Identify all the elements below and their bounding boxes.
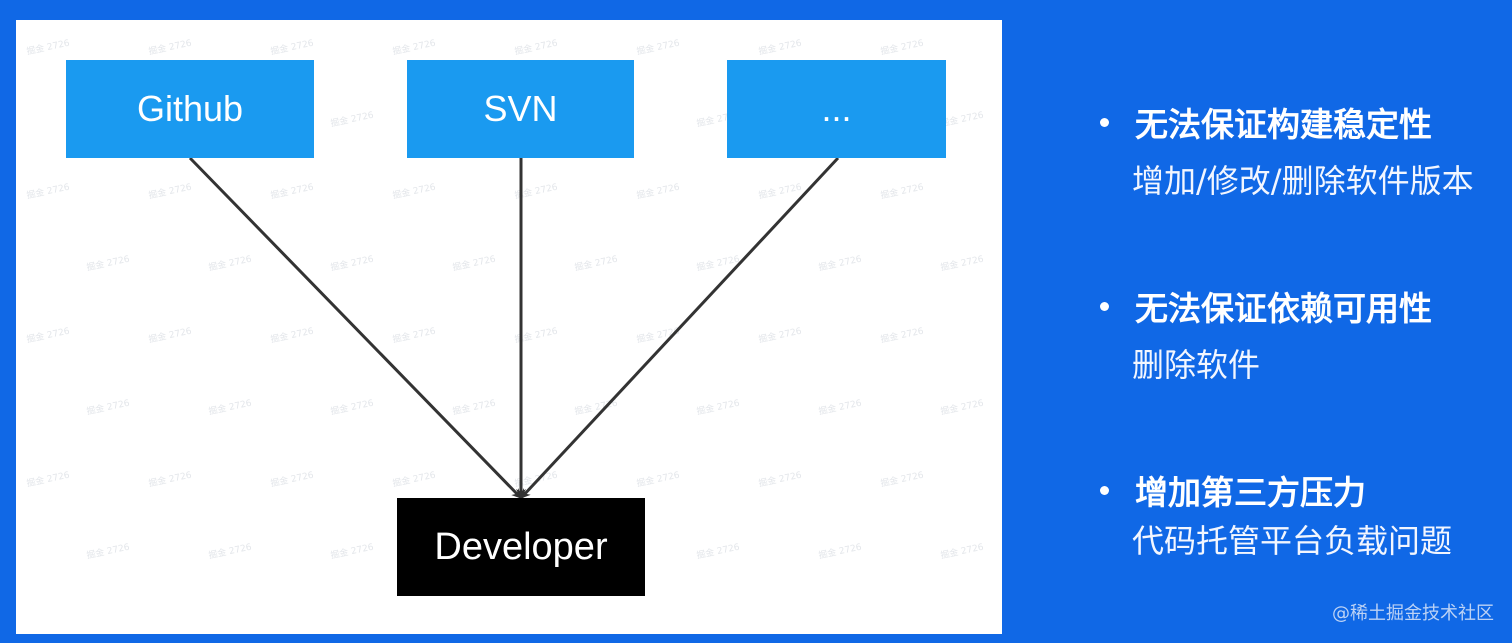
node-other-sources: ... [727, 60, 946, 158]
node-developer-label: Developer [434, 525, 608, 568]
bullet-title: 增加第三方压力 [1135, 473, 1366, 512]
bullet-item: 无法保证依赖可用性 删除软件 [1090, 282, 1432, 386]
node-github: Github [66, 60, 314, 158]
node-developer: Developer [397, 498, 645, 596]
arrow-github-to-developer [188, 156, 523, 500]
node-svn-label: SVN [483, 88, 558, 129]
bullet-detail: 删除软件 [1132, 346, 1261, 384]
node-svn: SVN [407, 60, 634, 158]
arrow-other-to-developer [519, 156, 840, 500]
source-credit: @稀土掘金技术社区 [1332, 603, 1494, 624]
bullet-item: 无法保证构建稳定性 增加/修改/删除软件版本 [1090, 98, 1474, 202]
bullet-dot-icon [1100, 485, 1109, 495]
bullet-detail: 增加/修改/删除软件版本 [1132, 162, 1474, 200]
bullet-title: 无法保证构建稳定性 [1135, 105, 1432, 144]
bullet-dot-icon [1100, 301, 1109, 311]
bullet-list: 无法保证构建稳定性 增加/修改/删除软件版本 无法保证依赖可用性 删除软件 增加… [1090, 0, 1510, 643]
bullet-detail: 代码托管平台负载问题 [1132, 522, 1453, 560]
node-other-label: ... [821, 88, 852, 129]
bullet-dot-icon [1100, 117, 1109, 127]
bullet-item: 增加第三方压力 代码托管平台负载问题 [1090, 466, 1452, 562]
node-github-label: Github [136, 88, 244, 129]
bullet-title: 无法保证依赖可用性 [1135, 289, 1432, 328]
dependency-arrows [188, 156, 840, 500]
